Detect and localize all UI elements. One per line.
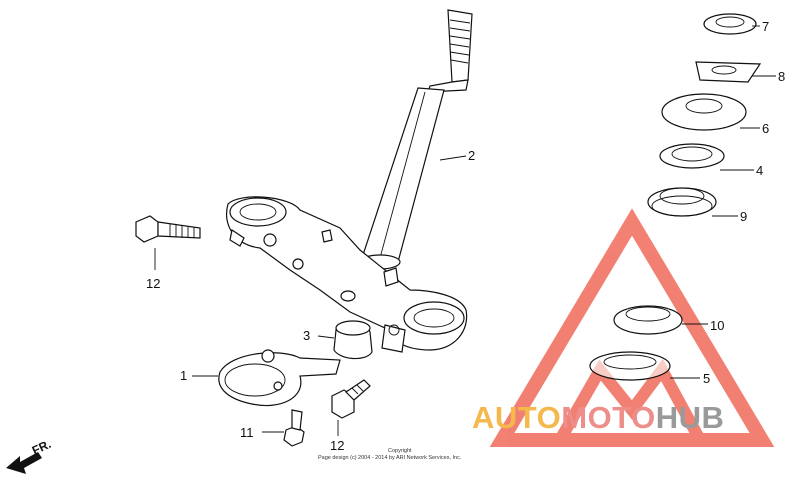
steering-stem bbox=[359, 9, 473, 270]
watermark-moto: MOTO bbox=[561, 400, 655, 435]
callout-9: 9 bbox=[740, 209, 747, 224]
lower-bearing bbox=[613, 305, 683, 335]
callout-3: 3 bbox=[303, 328, 310, 343]
lock-washer bbox=[695, 61, 762, 83]
copyright-line2: Page design (c) 2004 - 2014 by ARI Netwo… bbox=[318, 455, 462, 461]
lock-nut bbox=[703, 13, 757, 35]
dust-seal bbox=[659, 143, 725, 169]
watermark-auto: AUTO bbox=[472, 400, 561, 435]
callout-12-lower: 12 bbox=[330, 438, 344, 453]
callout-10: 10 bbox=[710, 318, 724, 333]
copyright-line1: Copyright bbox=[388, 448, 412, 454]
watermark-logo bbox=[489, 208, 775, 447]
leader-lines bbox=[154, 25, 776, 436]
direction-label: FR. bbox=[30, 437, 53, 458]
copyright-notice: Copyright Page design (c) 2004 - 2014 by… bbox=[318, 448, 462, 461]
callout-7: 7 bbox=[762, 19, 769, 34]
bolt-lower bbox=[331, 379, 371, 419]
cover-bracket bbox=[218, 349, 341, 407]
callout-12-upper: 12 bbox=[146, 276, 160, 291]
bushing bbox=[333, 320, 373, 360]
callout-5: 5 bbox=[703, 371, 710, 386]
watermark-hub: HUB bbox=[656, 400, 725, 435]
callout-1: 1 bbox=[180, 368, 187, 383]
callout-11: 11 bbox=[240, 425, 254, 440]
callout-8: 8 bbox=[778, 69, 785, 84]
lower-race bbox=[589, 351, 671, 381]
bolt-small bbox=[283, 409, 305, 447]
callout-2: 2 bbox=[468, 148, 475, 163]
upper-bearing bbox=[647, 187, 717, 217]
callout-6: 6 bbox=[762, 121, 769, 136]
lower-bracket bbox=[226, 196, 468, 353]
callout-numbers: 1 2 3 4 5 6 7 8 9 10 11 12 12 bbox=[146, 19, 785, 453]
adjusting-nut bbox=[661, 93, 747, 131]
front-direction-arrow: FR. bbox=[6, 437, 53, 474]
callout-4: 4 bbox=[756, 163, 763, 178]
watermark-brand: AUTOMOTOHUB bbox=[472, 400, 724, 435]
bolt-upper bbox=[135, 215, 201, 243]
